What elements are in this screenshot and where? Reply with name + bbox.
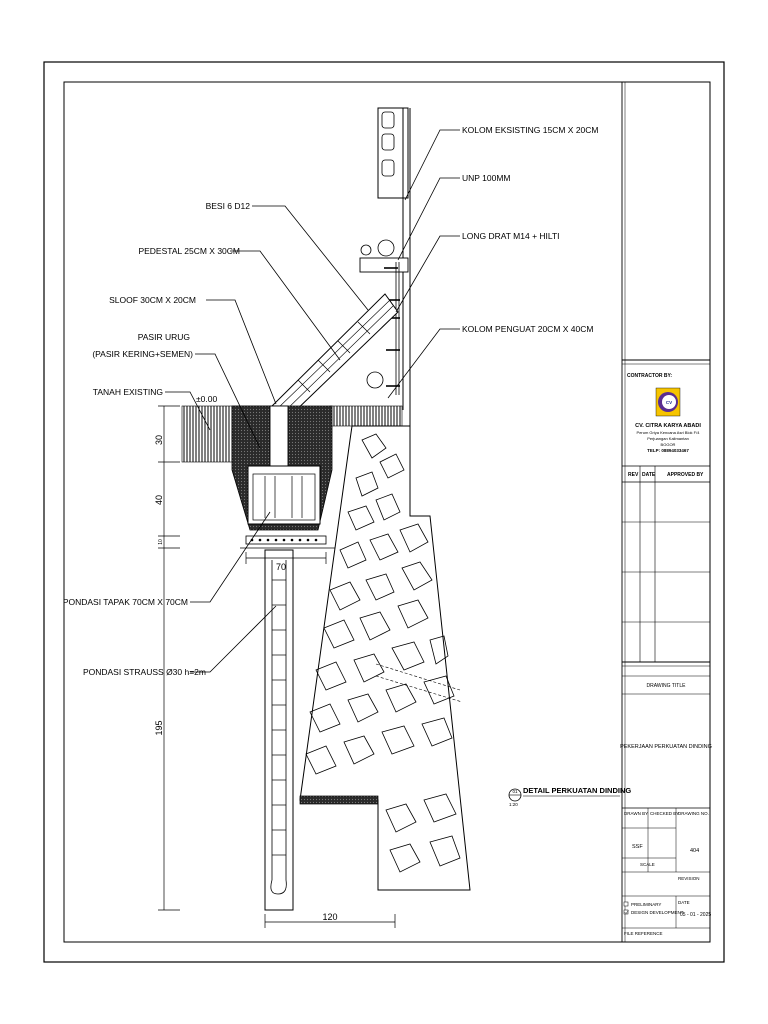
title-block: CONTRACTOR BY: CV CV. CITRA KARYA ABADI … bbox=[620, 82, 712, 942]
rev-header-rev: REV bbox=[628, 472, 639, 478]
drawn-by-value: SSF bbox=[632, 844, 643, 850]
detail-title: DETAIL PERKUATAN DINDING bbox=[523, 786, 631, 795]
date-label: DATE bbox=[678, 900, 690, 905]
dim-10: 10 bbox=[158, 539, 164, 545]
revision-label: REVISION bbox=[678, 876, 700, 881]
dim-195: 195 bbox=[154, 720, 164, 735]
scale-label: SCALE bbox=[640, 862, 655, 867]
dim-40: 40 bbox=[154, 495, 164, 505]
drawn-by-label: DRAWN BY bbox=[624, 811, 648, 816]
ground-right bbox=[329, 405, 403, 427]
label-pondasi-tapak: PONDASI TAPAK 70CM X 70CM bbox=[63, 597, 188, 607]
outer-frame bbox=[43, 61, 725, 963]
rev-header-date: DATE bbox=[642, 472, 656, 478]
company-address-3: BOGOR bbox=[661, 442, 676, 447]
footing-lean-concrete bbox=[245, 535, 327, 545]
status-design-development: DESIGN DEVELOPMENT bbox=[631, 910, 684, 915]
company-address-1: Perum Griya Kencana Asri Blok F/4 bbox=[637, 430, 701, 435]
label-pasir-urug-detail: (PASIR KERING+SEMEN) bbox=[92, 349, 193, 359]
section-drawing: 30 40 10 195 70 120 KOLOM EKSISTING 15CM… bbox=[63, 107, 631, 928]
inner-frame bbox=[63, 81, 711, 943]
pedestal bbox=[269, 405, 289, 467]
logo-text: CV bbox=[666, 400, 672, 405]
sloof bbox=[247, 465, 321, 525]
diagonal-brace bbox=[269, 293, 399, 419]
rev-header-approved: APPROVED BY bbox=[667, 472, 704, 478]
drawing-title-label: DRAWING TITLE bbox=[647, 683, 687, 689]
date-value: 05 - 01 - 2025 bbox=[680, 912, 711, 918]
label-sloof: SLOOF 30CM X 20CM bbox=[109, 295, 196, 305]
label-pasir-urug: PASIR URUG bbox=[138, 332, 190, 342]
label-besi: BESI 6 D12 bbox=[206, 201, 251, 211]
wall-footing bbox=[299, 795, 379, 805]
dim-30: 30 bbox=[154, 435, 164, 445]
dim-120: 120 bbox=[322, 912, 337, 922]
contractor-label: CONTRACTOR BY: bbox=[627, 373, 672, 379]
drawing-no-label: DRAWING NO. bbox=[678, 811, 709, 816]
status-checkbox-1[interactable] bbox=[623, 901, 629, 907]
label-pondasi-strauss: PONDASI STRAUSS Ø30 h=2m bbox=[83, 667, 206, 677]
label-level: ±0.00 bbox=[196, 394, 217, 404]
company-address-2: Perjuangan Kalimantan bbox=[647, 436, 689, 441]
drawing-title: PEKERJAAN PERKUATAN DINDING bbox=[620, 744, 712, 750]
status-checkbox-2[interactable] bbox=[623, 909, 629, 915]
label-tanah-existing: TANAH EXISTING bbox=[93, 387, 163, 397]
company-name: CV. CITRA KARYA ABADI bbox=[635, 423, 701, 429]
label-long-drat: LONG DRAT M14 + HILTI bbox=[462, 231, 560, 241]
company-telp: TELP: 08894033467 bbox=[647, 448, 689, 453]
drawing-no-value: 404 bbox=[690, 848, 699, 854]
label-pedestal: PEDESTAL 25CM X 30CM bbox=[138, 246, 240, 256]
label-kolom-penguat: KOLOM PENGUAT 20CM X 40CM bbox=[462, 324, 593, 334]
detail-scale: 1:20 bbox=[509, 802, 518, 807]
file-reference-label: FILE REFERENCE bbox=[624, 931, 663, 936]
status-preliminary: PRELIMINARY bbox=[631, 902, 661, 907]
label-unp: UNP 100MM bbox=[462, 173, 511, 183]
label-kolom-eksisting: KOLOM EKSISTING 15CM X 20CM bbox=[462, 125, 599, 135]
checked-by-label: CHECKED BY bbox=[650, 811, 679, 816]
dim-70: 70 bbox=[276, 562, 286, 572]
detail-number: 01 bbox=[512, 789, 518, 794]
